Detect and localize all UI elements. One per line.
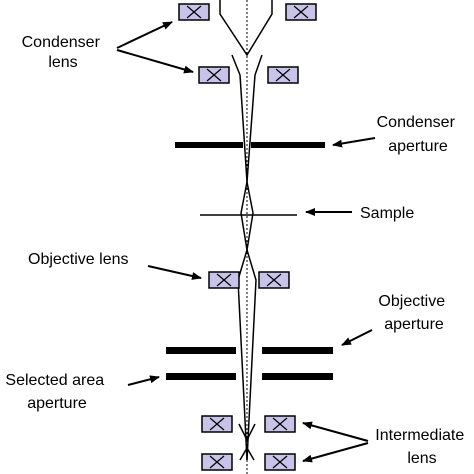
label-objective-lens: Objective lens [28,251,129,268]
label-condenser-aperture: Condenser aperture [377,114,460,155]
lens-icon [198,66,230,84]
lens-icon [208,271,240,289]
lens-icon [201,415,233,433]
intermediate-lens-upper [201,415,296,433]
label-selected-area-aperture: Selected area aperture [5,372,108,412]
arrow-objective-lens [147,265,202,280]
arrow-condenser-lens-lower [116,49,194,74]
arrow-selected-area-aperture [127,375,160,386]
lens-icon [201,453,233,471]
label-objective-aperture: Objective aperture [378,293,449,333]
intermediate-lens-lower [201,453,296,471]
objective-aperture [166,347,333,354]
selected-area-aperture [166,373,333,380]
lens-icon [178,3,210,21]
label-intermediate-lens: Intermediate lens [375,427,468,467]
label-sample: Sample [360,205,414,222]
lens-icon [285,3,317,21]
objective-lens [208,271,290,289]
arrow-intermediate-lens-upper [302,421,369,442]
callout-arrows [116,21,376,463]
lens-icon [264,415,296,433]
lens-icon [267,66,299,84]
lens-icon [258,271,290,289]
condenser-lens-lower [198,66,299,84]
condenser-aperture [175,142,325,148]
arrow-condenser-aperture [332,137,376,148]
condenser-lens-upper [178,3,317,21]
arrow-objective-aperture [341,329,373,346]
arrow-condenser-lens-upper [116,21,173,49]
arrow-intermediate-lens-lower [302,442,369,463]
lens-icon [264,453,296,471]
label-condenser-lens: Condenser lens [22,34,105,71]
